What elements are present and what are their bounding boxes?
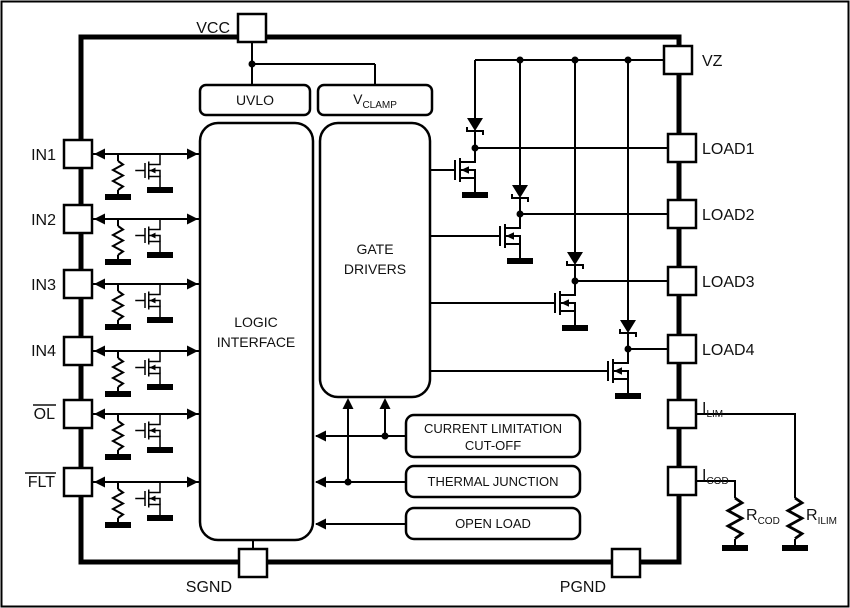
block-vclamp: VCLAMP — [316, 83, 434, 117]
input-channel-in3 — [92, 278, 200, 330]
pin-vz — [662, 44, 694, 76]
vcc-net — [248, 42, 376, 85]
pin-in3 — [62, 268, 94, 300]
ground-symbol — [562, 325, 588, 331]
pin-pgnd-label: PGND — [560, 579, 606, 596]
pin-ol-label: OL — [34, 406, 55, 423]
vclamp-label: VCLAMP — [353, 91, 397, 111]
output-channel-1 — [430, 114, 668, 198]
ground-symbol — [105, 391, 131, 397]
ground-symbol — [147, 317, 173, 323]
ground-symbol — [105, 324, 131, 330]
open-load-label: OPEN LOAD — [455, 516, 531, 531]
pin-ilim — [666, 398, 698, 430]
block-open-load: OPEN LOAD — [404, 506, 582, 541]
status-channel-flt — [92, 476, 200, 528]
pin-icod-label: ICOD — [702, 467, 729, 487]
ground-symbol — [147, 252, 173, 258]
external-rcod: RCOD — [696, 480, 780, 551]
pin-vcc — [236, 12, 268, 44]
block-uvlo: UVLO — [198, 83, 312, 117]
pin-load3-label: LOAD3 — [702, 274, 755, 291]
block-current-limitation: CURRENT LIMITATION CUT-OFF — [404, 413, 582, 459]
pin-vcc-label: VCC — [196, 20, 230, 37]
input-channel-in4 — [92, 345, 200, 397]
ground-symbol — [105, 454, 131, 460]
pin-labels: VCC VZ IN1 IN2 IN3 IN4 OL FLT LOAD1 LOAD… — [25, 20, 755, 596]
pin-in1-label: IN1 — [31, 147, 56, 164]
pin-load4 — [666, 333, 698, 365]
block-gate-drivers: GATE DRIVERS — [318, 121, 432, 399]
input-channel-in1 — [92, 148, 200, 200]
pins — [62, 12, 698, 579]
input-channel-in2 — [92, 213, 200, 265]
pin-load4-label: LOAD4 — [702, 342, 755, 359]
pin-flt-label: FLT — [28, 474, 55, 491]
output-channel-3 — [430, 248, 668, 331]
pin-in1 — [62, 138, 94, 170]
ground-symbol — [615, 393, 641, 399]
status-channel-ol — [92, 408, 200, 460]
vz-rail — [474, 56, 664, 317]
ground-symbol — [507, 258, 533, 264]
pin-sgnd-label: SGND — [186, 579, 232, 596]
external-rilim: RILIM — [696, 413, 837, 551]
ground-symbol — [147, 384, 173, 390]
pin-pgnd — [610, 547, 642, 579]
pin-in3-label: IN3 — [31, 277, 56, 294]
gate-drivers-label-1: GATE — [356, 241, 393, 257]
ground-symbol — [105, 194, 131, 200]
ground-symbol — [105, 259, 131, 265]
rcod-label: RCOD — [746, 507, 780, 527]
chip-border — [78, 34, 682, 565]
ground-symbol — [147, 187, 173, 193]
pin-flt — [62, 466, 94, 498]
pin-ol — [62, 398, 94, 430]
thermal-junction-label: THERMAL JUNCTION — [428, 474, 559, 489]
output-channel-4 — [430, 316, 668, 399]
ground-symbol — [147, 447, 173, 453]
pin-in4 — [62, 335, 94, 367]
pin-icod — [666, 465, 698, 497]
protection-signal-lines — [315, 398, 406, 530]
output-channel-2 — [430, 181, 668, 264]
pin-load1-label: LOAD1 — [702, 141, 755, 158]
pin-sgnd — [237, 547, 269, 579]
ground-symbol — [105, 522, 131, 528]
logic-interface-label-2: INTERFACE — [217, 334, 296, 350]
ground-symbol — [782, 545, 808, 551]
pin-load1 — [666, 132, 698, 164]
block-thermal-junction: THERMAL JUNCTION — [404, 464, 582, 499]
ground-symbol — [462, 192, 488, 198]
gate-drivers-label-2: DRIVERS — [344, 261, 406, 277]
pin-in2-label: IN2 — [31, 212, 56, 229]
pin-ilim-label: ILIM — [702, 400, 723, 420]
uvlo-label: UVLO — [236, 92, 274, 108]
pin-load3 — [666, 265, 698, 297]
block-logic-interface: LOGIC INTERFACE — [198, 121, 315, 542]
pin-vz-label: VZ — [702, 53, 723, 70]
ground-symbol — [147, 515, 173, 521]
logic-interface-label-1: LOGIC — [234, 314, 278, 330]
pin-load2 — [666, 198, 698, 230]
rilim-label: RILIM — [806, 507, 837, 527]
pin-load2-label: LOAD2 — [702, 207, 755, 224]
ground-symbol — [722, 545, 748, 551]
pin-in4-label: IN4 — [31, 343, 56, 360]
current-limitation-label-1: CURRENT LIMITATION — [424, 421, 562, 436]
pin-in2 — [62, 203, 94, 235]
current-limitation-label-2: CUT-OFF — [465, 438, 521, 453]
